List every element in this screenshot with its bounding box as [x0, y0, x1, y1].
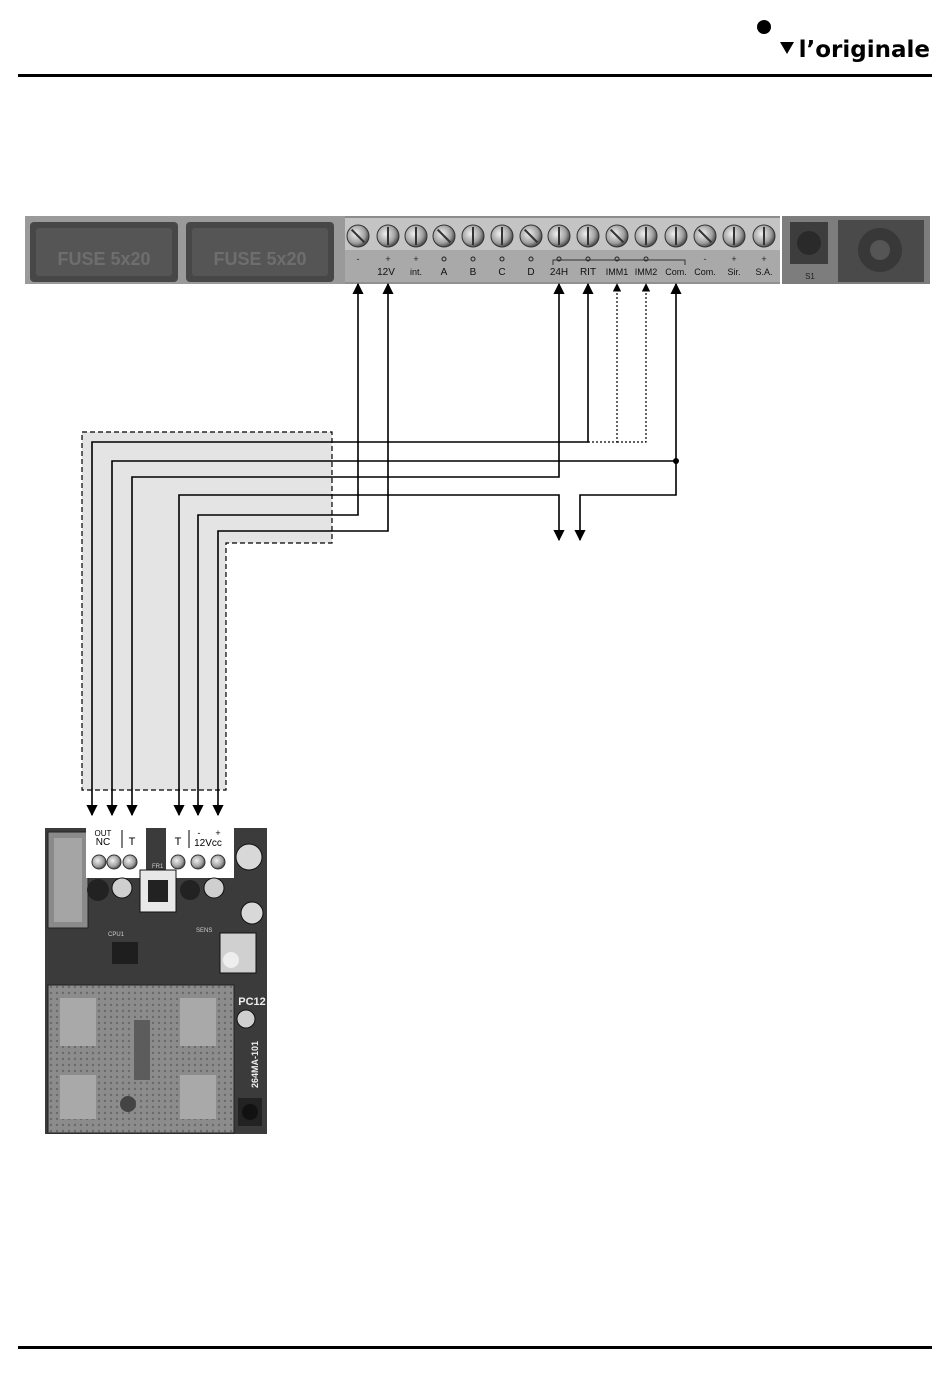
terminal-label: RIT	[580, 267, 596, 278]
terminal-screw	[377, 225, 399, 247]
board-screw	[211, 855, 225, 869]
page-header: l’originale	[18, 20, 932, 77]
terminal-screw	[433, 225, 455, 247]
terminal-label: A	[441, 267, 448, 278]
wire-imm2-alt	[617, 284, 646, 442]
terminal-sign: +	[385, 254, 390, 264]
terminal-label: C	[498, 267, 505, 278]
detector-board: OUT NC T T - + 12Vcc PC12 264MA-101 CPU1…	[45, 828, 267, 1134]
terminal-sign: +	[731, 254, 736, 264]
terminal-screw	[635, 225, 657, 247]
terminal-label: Com.	[694, 267, 716, 277]
bullet-dot-icon	[757, 20, 771, 34]
terminal-screw	[665, 225, 687, 247]
terminal-sign: +	[761, 254, 766, 264]
terminal-label: 12V	[377, 267, 395, 278]
fuse-holder-2: FUSE 5x20	[186, 222, 334, 282]
terminal-label: D	[527, 267, 534, 278]
fuse-holder-1: FUSE 5x20	[30, 222, 178, 282]
board-screw	[171, 855, 185, 869]
terminal-screw	[520, 225, 542, 247]
footer-rule	[18, 1346, 932, 1349]
terminal-screw	[753, 225, 775, 247]
terminal-label: Com.	[665, 267, 687, 277]
terminal-screw	[577, 225, 599, 247]
wire-com-down	[580, 461, 676, 540]
terminal-screws	[347, 225, 775, 247]
silk-fr1: FR1	[152, 864, 164, 870]
terminal-sign: -	[704, 254, 707, 264]
header-rule	[18, 74, 932, 77]
terminal-screw	[491, 225, 513, 247]
board-code: PC12	[238, 996, 266, 1008]
header-label-t2: T	[175, 836, 182, 848]
terminal-screw	[548, 225, 570, 247]
terminal-screw	[694, 225, 716, 247]
terminal-screw	[723, 225, 745, 247]
terminal-strip: FUSE 5x20 FUSE 5x20 - + + - + + 12V int. A B C D 24…	[25, 216, 930, 284]
terminal-label: IMM1	[606, 267, 629, 277]
header-label-minus: -	[198, 828, 201, 838]
silk-sens: SENS	[196, 928, 212, 934]
header-label-12vcc: 12Vcc	[194, 838, 222, 849]
terminal-label: 24H	[550, 267, 568, 278]
triangle-down-icon	[780, 42, 794, 54]
header-label-t1: T	[129, 836, 136, 848]
dotted-alternatives	[588, 284, 646, 442]
wire-imm1-alt	[588, 284, 617, 442]
junction-dot	[673, 458, 679, 464]
brand-name: l’originale	[799, 37, 930, 63]
terminal-label: Sir.	[727, 267, 740, 277]
board-screw	[107, 855, 121, 869]
terminal-screw	[405, 225, 427, 247]
terminal-sign: +	[413, 254, 418, 264]
piezo-module	[838, 220, 924, 282]
fuse-label-1: FUSE 5x20	[57, 249, 150, 269]
terminal-label: int.	[410, 267, 422, 277]
terminal-label: IMM2	[635, 267, 658, 277]
silk-cpu1: CPU1	[108, 932, 125, 938]
board-screw	[191, 855, 205, 869]
microwave-module	[48, 985, 234, 1133]
terminal-label: B	[470, 267, 477, 278]
terminal-screw	[606, 225, 628, 247]
terminal-sign: -	[357, 254, 360, 264]
button-s1-label: S1	[805, 272, 815, 281]
board-model: 264MA-101	[250, 1041, 260, 1088]
wire-panel-plus	[218, 284, 388, 815]
fuse-label-2: FUSE 5x20	[213, 249, 306, 269]
header-label-plus: +	[215, 828, 220, 838]
header-label-nc: NC	[96, 837, 110, 848]
terminal-screw	[347, 225, 369, 247]
board-screw	[92, 855, 106, 869]
terminal-label: S.A.	[755, 267, 772, 277]
board-screw	[123, 855, 137, 869]
cable-harness	[82, 432, 332, 790]
terminal-screw	[462, 225, 484, 247]
